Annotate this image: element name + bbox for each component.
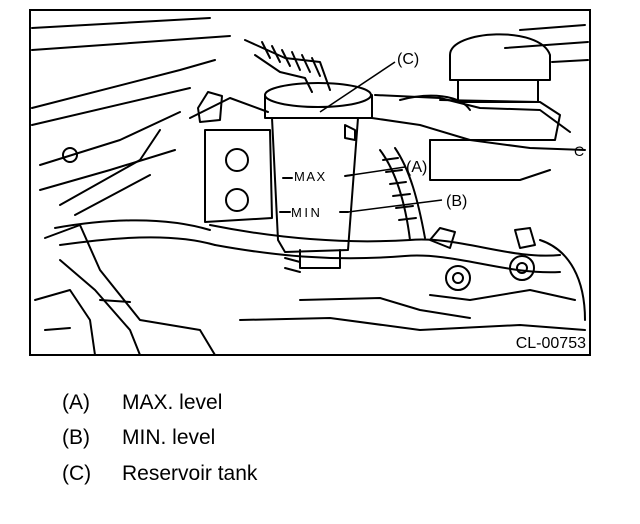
callout-c-label: (C) [397,51,419,68]
figure-code: CL-00753 [516,335,586,352]
legend-description: MAX. level [122,391,223,414]
legend-description: MIN. level [122,426,216,449]
legend-description: Reservoir tank [122,462,258,485]
callout-a-label: (A) [406,159,427,176]
max-mark-text: MAX [294,169,327,184]
engine-bay-illustration: MAX MIN (C) (A) (B) C CL-00753 [29,9,591,356]
callout-b-label: (B) [446,193,467,210]
legend-key: (A) [62,391,90,414]
callout-c-partial-label: C [574,143,584,159]
legend-key: (C) [62,462,92,485]
engine-linework [31,17,589,356]
legend-key: (B) [62,426,90,449]
callout-leaders [319,61,443,213]
min-mark-text: MIN [291,205,322,220]
figure-frame [29,9,591,356]
